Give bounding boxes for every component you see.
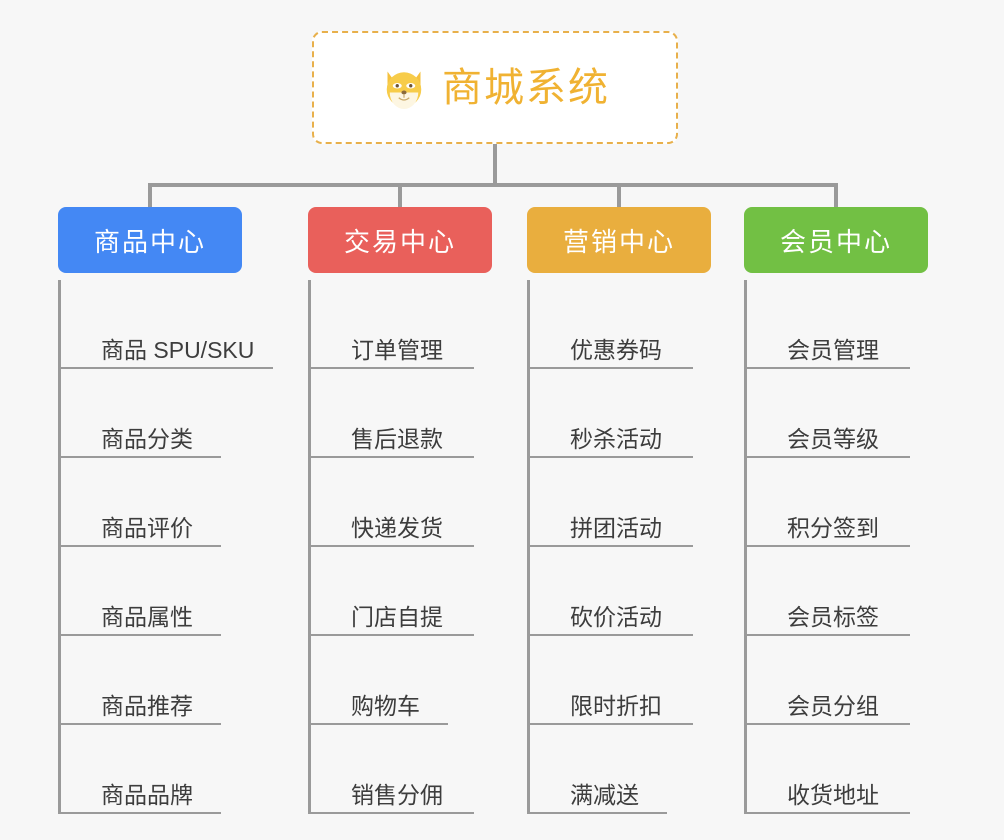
leaf-label: 门店自提	[351, 603, 443, 630]
leaf-underline	[311, 634, 474, 636]
leaf-label: 限时折扣	[570, 692, 662, 719]
leaf-item[interactable]: 收货地址	[747, 725, 928, 814]
leaf-underline	[530, 723, 693, 725]
leaf-item[interactable]: 砍价活动	[530, 547, 711, 636]
leaf-underline	[311, 456, 474, 458]
leaf-list-marketing-center: 优惠券码 秒杀活动 拼团活动 砍价活动 限时折扣 满减送	[527, 280, 711, 814]
branch-product-center: 商品中心 商品 SPU/SKU 商品分类 商品评价 商品属性 商品推荐 商品品牌	[58, 207, 273, 814]
leaf-item[interactable]: 会员管理	[747, 280, 928, 369]
leaf-label: 收货地址	[787, 781, 879, 808]
leaf-label: 砍价活动	[570, 603, 662, 630]
leaf-label: 会员管理	[787, 336, 879, 363]
connector-drop-3	[617, 183, 621, 208]
branch-header-marketing-center[interactable]: 营销中心	[527, 207, 711, 273]
branch-header-trade-center[interactable]: 交易中心	[308, 207, 492, 273]
leaf-item[interactable]: 商品品牌	[61, 725, 242, 814]
leaf-underline	[311, 545, 474, 547]
leaf-underline	[530, 634, 693, 636]
branch-label: 交易中心	[343, 226, 456, 257]
branch-member-center: 会员中心 会员管理 会员等级 积分签到 会员标签 会员分组 收货地址	[744, 207, 928, 814]
leaf-label: 会员等级	[787, 425, 879, 452]
connector-drop-1	[148, 183, 152, 208]
leaf-item[interactable]: 商品推荐	[61, 636, 242, 725]
leaf-item[interactable]: 购物车	[311, 636, 492, 725]
leaf-item[interactable]: 会员分组	[747, 636, 928, 725]
leaf-item[interactable]: 商品属性	[61, 547, 242, 636]
branch-header-product-center[interactable]: 商品中心	[58, 207, 242, 273]
root-node-mall-system[interactable]: 商城系统	[312, 31, 678, 144]
branch-label: 会员中心	[779, 226, 892, 257]
leaf-label: 售后退款	[351, 425, 443, 452]
leaf-underline	[311, 723, 448, 725]
leaf-item[interactable]: 限时折扣	[530, 636, 711, 725]
leaf-item[interactable]: 优惠券码	[530, 280, 711, 369]
leaf-label: 商品 SPU/SKU	[101, 336, 255, 363]
leaf-label: 订单管理	[351, 336, 443, 363]
leaf-underline	[530, 545, 693, 547]
branch-label: 营销中心	[562, 226, 675, 257]
dog-face-icon	[386, 71, 422, 109]
branch-header-member-center[interactable]: 会员中心	[744, 207, 928, 273]
leaf-label: 商品品牌	[101, 781, 193, 808]
leaf-underline	[61, 456, 221, 458]
connector-horizontal-bus	[150, 183, 836, 187]
leaf-underline	[747, 723, 910, 725]
leaf-label: 会员分组	[787, 692, 879, 719]
leaf-item[interactable]: 满减送	[530, 725, 711, 814]
leaf-item[interactable]: 门店自提	[311, 547, 492, 636]
leaf-item[interactable]: 积分签到	[747, 458, 928, 547]
leaf-item[interactable]: 商品分类	[61, 369, 242, 458]
connector-drop-2	[398, 183, 402, 208]
leaf-item[interactable]: 售后退款	[311, 369, 492, 458]
leaf-label: 满减送	[570, 781, 639, 808]
leaf-underline	[311, 812, 474, 814]
branch-label: 商品中心	[93, 226, 206, 257]
branch-marketing-center: 营销中心 优惠券码 秒杀活动 拼团活动 砍价活动 限时折扣 满减送	[527, 207, 711, 814]
leaf-underline	[747, 456, 910, 458]
leaf-item[interactable]: 会员标签	[747, 547, 928, 636]
branch-trade-center: 交易中心 订单管理 售后退款 快递发货 门店自提 购物车 销售分佣	[308, 207, 492, 814]
connector-root-vertical	[493, 144, 497, 186]
leaf-list-product-center: 商品 SPU/SKU 商品分类 商品评价 商品属性 商品推荐 商品品牌	[58, 280, 273, 814]
leaf-item[interactable]: 会员等级	[747, 369, 928, 458]
leaf-label: 商品评价	[101, 514, 193, 541]
root-title: 商城系统	[442, 65, 610, 110]
connector-drop-4	[834, 183, 838, 208]
leaf-underline	[747, 367, 910, 369]
leaf-underline	[747, 812, 910, 814]
leaf-underline	[61, 545, 221, 547]
leaf-underline	[747, 634, 910, 636]
leaf-underline	[61, 723, 221, 725]
leaf-underline	[530, 812, 667, 814]
leaf-label: 秒杀活动	[570, 425, 662, 452]
leaf-underline	[61, 812, 221, 814]
leaf-underline	[61, 634, 221, 636]
leaf-item[interactable]: 拼团活动	[530, 458, 711, 547]
leaf-underline	[747, 545, 910, 547]
leaf-underline	[530, 456, 693, 458]
leaf-label: 购物车	[351, 692, 420, 719]
leaf-label: 商品属性	[101, 603, 193, 630]
leaf-item[interactable]: 秒杀活动	[530, 369, 711, 458]
leaf-item[interactable]: 销售分佣	[311, 725, 492, 814]
leaf-label: 积分签到	[787, 514, 879, 541]
leaf-label: 快递发货	[351, 514, 443, 541]
leaf-list-trade-center: 订单管理 售后退款 快递发货 门店自提 购物车 销售分佣	[308, 280, 492, 814]
leaf-label: 优惠券码	[570, 336, 662, 363]
leaf-item[interactable]: 快递发货	[311, 458, 492, 547]
leaf-item[interactable]: 商品评价	[61, 458, 242, 547]
leaf-list-member-center: 会员管理 会员等级 积分签到 会员标签 会员分组 收货地址	[744, 280, 928, 814]
leaf-underline	[61, 367, 273, 369]
leaf-item[interactable]: 商品 SPU/SKU	[61, 280, 273, 369]
leaf-label: 拼团活动	[570, 514, 662, 541]
leaf-label: 商品分类	[101, 425, 193, 452]
leaf-underline	[311, 367, 474, 369]
leaf-label: 销售分佣	[351, 781, 443, 808]
leaf-underline	[530, 367, 693, 369]
leaf-label: 商品推荐	[101, 692, 193, 719]
leaf-item[interactable]: 订单管理	[311, 280, 492, 369]
leaf-label: 会员标签	[787, 603, 879, 630]
